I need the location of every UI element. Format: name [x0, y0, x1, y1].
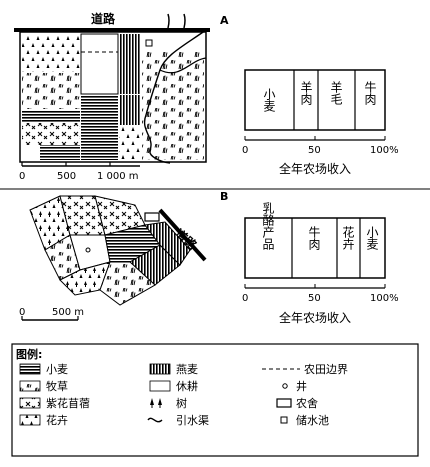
legend-tree-label: 树 [176, 396, 187, 410]
map-a-scale-tick-1000: 1 000 m [97, 171, 139, 182]
legend: 图例: 小麦 燕麦 农田边界 牧草 休耕 井 紫花苜蓿 树 农舍 花卉 [11, 343, 419, 457]
map-a-scale-bar: 0 500 1 000 m [19, 162, 140, 182]
legend-canal-swatch [147, 417, 163, 423]
bar-b-caption: 全年农场收入 [279, 310, 351, 325]
legend-farmhouse-label: 农舍 [296, 396, 318, 410]
legend-alfalfa-swatch [19, 397, 41, 409]
legend-flowers-label: 花卉 [46, 414, 68, 427]
bar-a-segment-beef: 牛肉 [363, 80, 377, 105]
legend-fallow-label: 休耕 [176, 379, 198, 393]
bar-b-segment-beef: 牛肉 [307, 225, 321, 250]
map-b-scale-tick-500: 500 m [52, 307, 84, 318]
map-a-scale-tick-500: 500 [57, 171, 76, 182]
legend-flowers-swatch [19, 414, 41, 426]
map-a-scale-tick-0: 0 [19, 171, 25, 182]
map-a-pool [145, 39, 153, 47]
legend-tree-swatch [150, 398, 162, 408]
map-a: A 道路 [14, 11, 229, 182]
map-b-scale-bar: 0 500 m [19, 307, 84, 321]
legend-boundary-label: 农田边界 [304, 362, 348, 376]
map-b-scale-tick-0: 0 [19, 307, 25, 318]
legend-pasture-swatch [19, 380, 41, 392]
map-a-trees-field-2 [119, 126, 141, 160]
map-a-road-marks [167, 13, 186, 29]
map-b-road [158, 208, 207, 262]
bar-a-tick-0: 0 [242, 145, 248, 156]
legend-wheat-label: 小麦 [46, 363, 68, 376]
legend-fallow-swatch [149, 380, 171, 392]
map-b-label: B [220, 190, 228, 203]
bar-a-segment-wool: 羊毛 [329, 80, 343, 105]
map-a-road-label: 道路 [91, 11, 116, 26]
map-b-well [85, 247, 91, 253]
bar-a-tick-100: 100% [370, 145, 399, 156]
bar-b-segment-flowers: 花卉 [341, 225, 355, 250]
map-a-road [14, 28, 210, 32]
bar-a-segment-wheat: 小麦 [262, 88, 276, 113]
map-b: B 道路 0 500 m [19, 190, 228, 321]
map-a-trees-field [22, 34, 80, 72]
map-a-pasture-field [22, 73, 80, 109]
map-b-pasture-field-2 [99, 261, 156, 306]
map-a-canal [143, 29, 207, 164]
map-b-oats-field-2 [144, 221, 191, 266]
legend-pasture-label: 牧草 [46, 379, 68, 393]
legend-pool-label: 储水池 [296, 413, 329, 427]
legend-frame [11, 343, 419, 457]
map-a-wheat-strip [40, 145, 80, 160]
map-a-oats-field [119, 34, 141, 94]
bar-a-tick-50: 50 [308, 145, 321, 156]
map-a-alfalfa-field [22, 123, 80, 145]
income-bar-b: 乳酪产品 牛肉 花卉 小麦 0 50 100% 全年农场收入 [242, 202, 399, 325]
bar-b-segment-dairy: 乳酪产品 [261, 202, 275, 250]
legend-alfalfa-label: 紫花苜蓿 [46, 396, 90, 410]
map-a-oats-field-2 [119, 95, 141, 125]
map-a-farm-outline [19, 31, 207, 163]
bar-a-frame [244, 69, 386, 131]
legend-well-label: 井 [296, 379, 307, 393]
legend-farmhouse-swatch [276, 398, 292, 408]
map-a-pasture-field-3 [142, 95, 204, 160]
bar-a-caption: 全年农场收入 [279, 161, 351, 176]
legend-canal-label: 引水渠 [176, 413, 209, 427]
legend-title: 图例: [16, 347, 42, 361]
map-a-farmhouse-yard [142, 34, 164, 52]
legend-well-swatch [282, 383, 288, 389]
bar-a-segment-mutton: 羊肉 [299, 80, 313, 105]
bar-b-segment-wheat: 小麦 [365, 226, 379, 251]
map-b-farmhouse [144, 212, 160, 222]
legend-wheat-swatch [19, 363, 41, 375]
income-bar-a: 小麦 羊肉 羊毛 牛肉 0 50 100% 全年农场收入 [242, 69, 399, 176]
bar-b-frame [244, 217, 386, 279]
map-a-fallow-field [80, 33, 119, 95]
legend-oats-label: 燕麦 [176, 363, 198, 376]
map-a-canal-branch [159, 57, 207, 74]
bar-b-tick-0: 0 [242, 293, 248, 304]
bar-b-tick-100: 100% [370, 293, 399, 304]
map-a-wheat-field-2 [81, 95, 118, 160]
legend-pool-swatch [280, 416, 288, 424]
map-a-label: A [220, 14, 229, 27]
map-a-wheat-field [22, 110, 80, 122]
legend-oats-swatch [149, 363, 171, 375]
bar-b-tick-50: 50 [308, 293, 321, 304]
